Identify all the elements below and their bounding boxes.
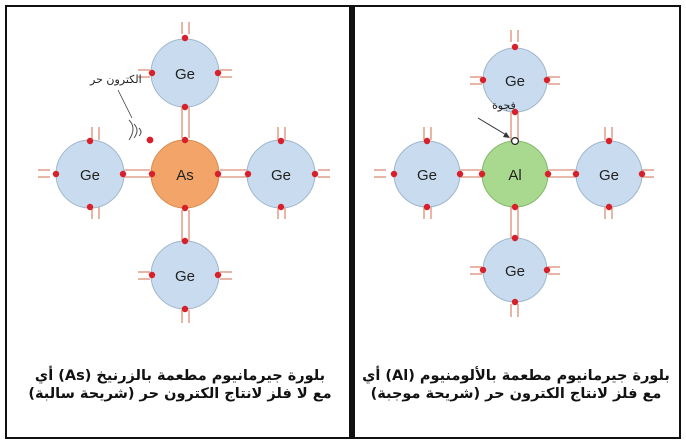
caption-left-line1: بلورة جيرمانيوم مطعمة بالزرنيخ (As) أي <box>34 368 326 384</box>
free-electron-label: الكترون حر <box>90 73 142 86</box>
hole <box>511 137 520 146</box>
right-panel <box>355 5 681 439</box>
right-bonds <box>374 30 654 317</box>
caption-left-line2: مع لا فلز لانتاج الكترون حر (شريحة سالبة… <box>28 386 332 402</box>
label-ge-right: Ge <box>271 167 291 184</box>
caption-right: بلورة جيرمانيوم مطعمة بالألومنيوم (Al) أ… <box>360 367 672 403</box>
label-ge-right-right: Ge <box>599 167 619 184</box>
label-ge-top-right: Ge <box>505 73 525 90</box>
hole-arrow <box>477 117 510 138</box>
left-electrons <box>52 34 319 313</box>
panel-divider <box>349 5 355 439</box>
caption-right-line1: بلورة جيرمانيوم مطعمة بالألومنيوم (Al) أ… <box>362 368 670 384</box>
hole-label: فجوة <box>492 99 516 112</box>
caption-left: بلورة جيرمانيوم مطعمة بالزرنيخ (As) أي م… <box>24 367 336 403</box>
label-ge-left: Ge <box>80 167 100 184</box>
left-lattice: Ge Ge As Ge Ge <box>38 22 330 323</box>
caption-right-line2: مع فلز لانتاج الكترون حر (شريحة موجبة) <box>370 386 662 402</box>
label-ge-bottom: Ge <box>175 268 195 285</box>
right-lattice: Ge Ge Al Ge Ge <box>374 30 654 317</box>
label-as-center: As <box>176 167 194 184</box>
label-ge-top: Ge <box>175 66 195 83</box>
label-ge-left-right: Ge <box>417 167 437 184</box>
right-electrons <box>390 43 646 306</box>
label-al-center: Al <box>508 167 521 184</box>
motion-lines <box>128 119 142 141</box>
label-ge-bottom-right: Ge <box>505 263 525 280</box>
left-panel <box>5 5 351 439</box>
free-electron <box>146 136 154 144</box>
free-electron-pointer <box>117 89 133 119</box>
left-bonds <box>38 22 330 323</box>
